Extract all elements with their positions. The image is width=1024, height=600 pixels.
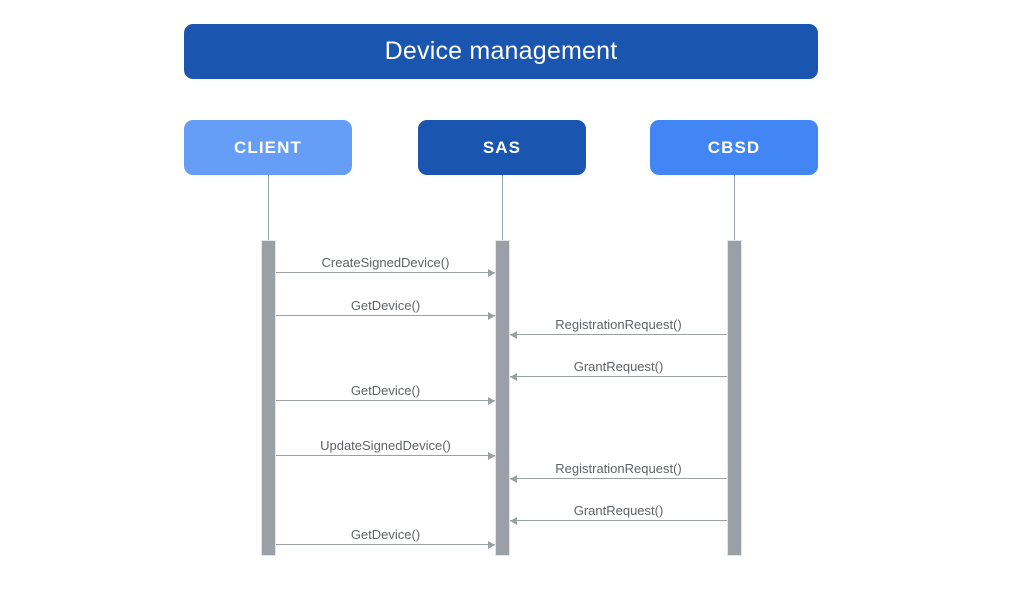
activation-bar-cbsd — [727, 240, 742, 556]
message-label: RegistrationRequest() — [555, 461, 682, 476]
message-line — [276, 544, 495, 545]
message-line — [276, 315, 495, 316]
message-arrow[interactable]: CreateSignedDevice() — [276, 243, 495, 277]
message-arrow[interactable]: GrantRequest() — [510, 491, 727, 525]
participant-label-sas: SAS — [482, 138, 522, 157]
participant-box-cbsd[interactable]: CBSD — [650, 120, 818, 175]
arrowhead-left-icon — [510, 372, 517, 381]
lifeline-cbsd — [734, 175, 735, 241]
message-label: UpdateSignedDevice() — [320, 438, 451, 453]
lifeline-client — [268, 175, 269, 241]
arrowhead-right-icon — [488, 396, 495, 405]
message-label: GrantRequest() — [573, 503, 664, 518]
page-title: Device management — [384, 37, 618, 65]
message-line — [510, 520, 727, 521]
message-line — [510, 478, 727, 479]
message-arrow[interactable]: GetDevice() — [276, 286, 495, 320]
message-line — [276, 455, 495, 456]
arrowhead-left-icon — [510, 474, 517, 483]
message-arrow[interactable]: GrantRequest() — [510, 347, 727, 381]
activation-bar-client — [261, 240, 276, 556]
arrowhead-right-icon — [488, 540, 495, 549]
arrowhead-right-icon — [488, 451, 495, 460]
message-line — [510, 334, 727, 335]
message-label: GrantRequest() — [573, 359, 664, 374]
activation-bar-sas — [495, 240, 510, 556]
arrowhead-right-icon — [488, 268, 495, 277]
message-label: GetDevice() — [350, 527, 421, 542]
participant-label-client: CLIENT — [234, 138, 302, 157]
message-label: RegistrationRequest() — [555, 317, 682, 332]
message-label: GetDevice() — [350, 298, 421, 313]
message-line — [276, 400, 495, 401]
message-arrow[interactable]: RegistrationRequest() — [510, 305, 727, 339]
participant-box-sas[interactable]: SAS — [418, 120, 586, 175]
message-arrow[interactable]: RegistrationRequest() — [510, 449, 727, 483]
message-line — [276, 272, 495, 273]
lifeline-sas — [502, 175, 503, 241]
arrowhead-left-icon — [510, 516, 517, 525]
arrowhead-right-icon — [488, 311, 495, 320]
participant-label-cbsd: CBSD — [707, 138, 761, 157]
participant-box-client[interactable]: CLIENT — [184, 120, 352, 175]
arrowhead-left-icon — [510, 330, 517, 339]
message-label: CreateSignedDevice() — [321, 255, 450, 270]
message-arrow[interactable]: GetDevice() — [276, 371, 495, 405]
diagram-title-banner: Device management — [184, 24, 818, 79]
message-line — [510, 376, 727, 377]
message-arrow[interactable]: UpdateSignedDevice() — [276, 426, 495, 460]
message-label: GetDevice() — [350, 383, 421, 398]
message-arrow[interactable]: GetDevice() — [276, 515, 495, 549]
